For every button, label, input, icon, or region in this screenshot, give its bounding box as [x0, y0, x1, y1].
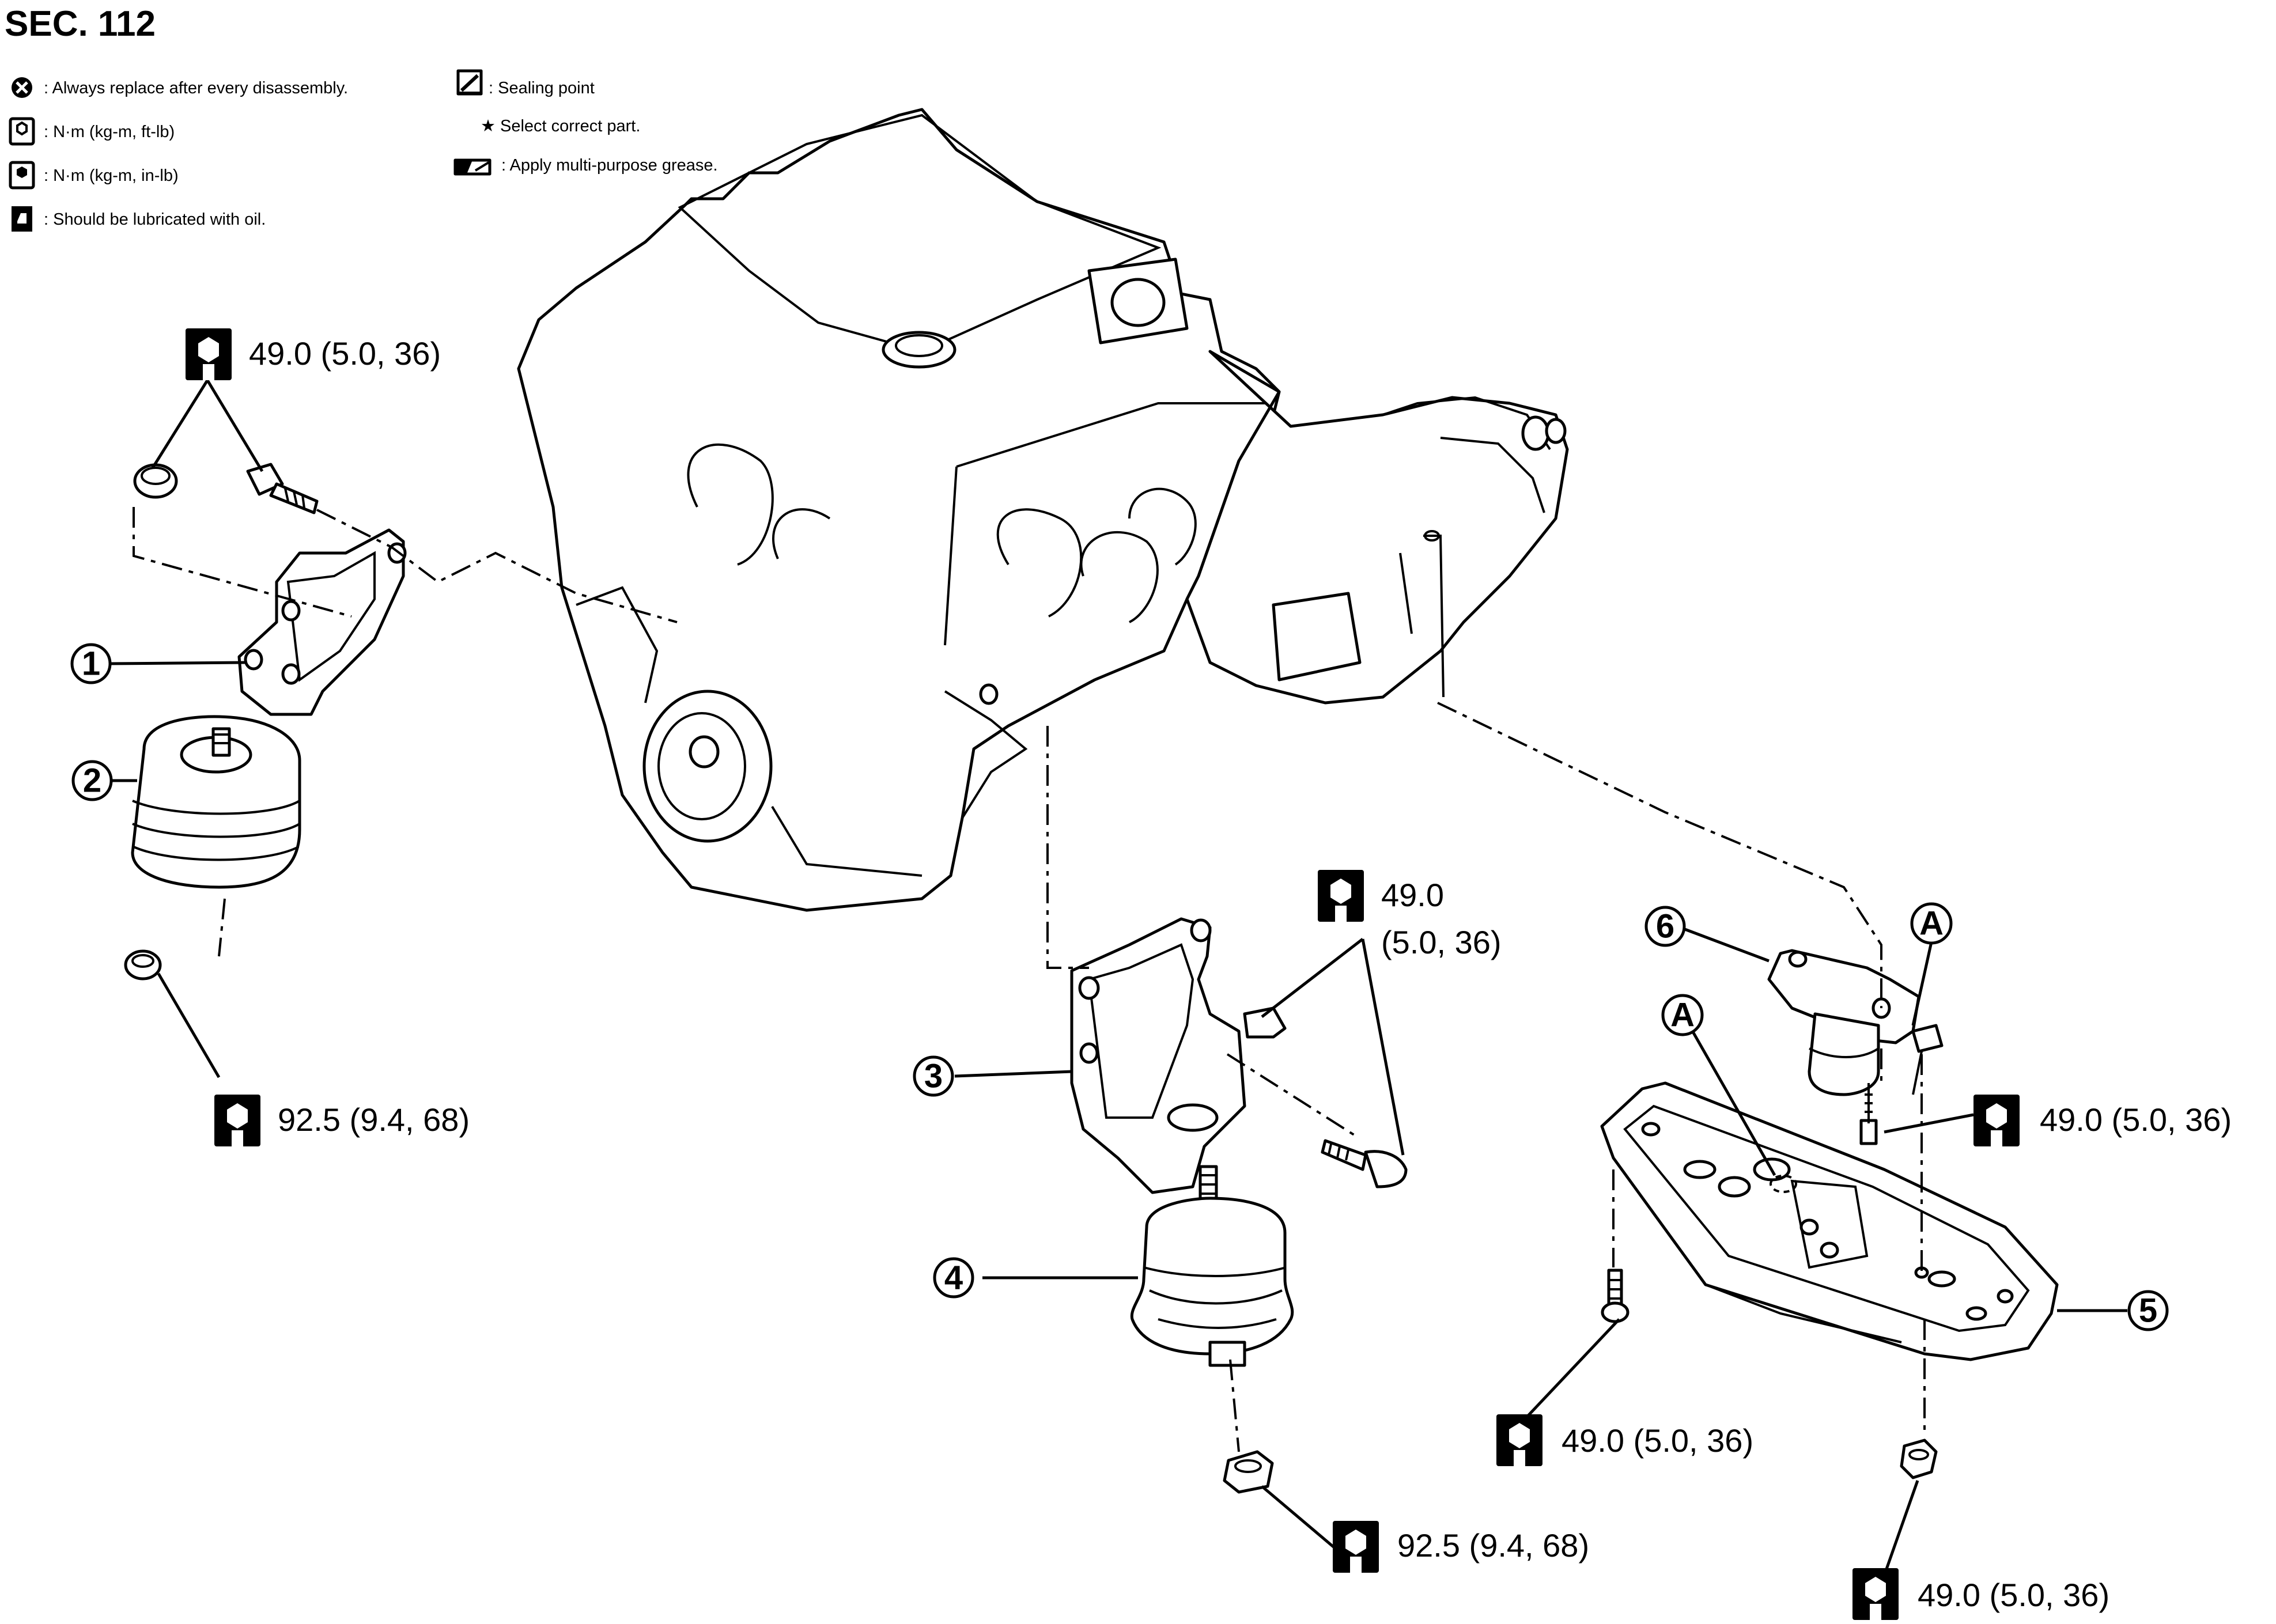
callout-2-label: 2 — [83, 762, 101, 800]
nut — [1900, 1438, 1938, 1479]
engine-mount-bracket-3 — [1070, 917, 1246, 1194]
assembly-lines — [133, 507, 1926, 1452]
torque-spec: 49.0 (5.0, 36) — [1973, 1095, 2232, 1146]
legend-sealing-text: : Sealing point — [489, 79, 595, 97]
callout-6: 6 — [1644, 906, 1686, 947]
torque-spec: 92.5 (9.4, 68) — [214, 1095, 470, 1146]
bolt — [1321, 1139, 1408, 1188]
torque-spec: 92.5 (9.4, 68) — [1333, 1521, 1589, 1573]
engine-assembly — [517, 108, 1569, 912]
nut — [1243, 1006, 1287, 1039]
rear-engine-mount-member-5 — [1600, 1081, 2059, 1361]
legend-grease-text: : Apply multi-purpose grease. — [501, 156, 718, 175]
legend-lubricate-text: : Should be lubricated with oil. — [44, 210, 266, 229]
callout-5: 5 — [2127, 1290, 2169, 1331]
torque-spec: 49.0 (5.0, 36) — [1852, 1568, 2109, 1620]
engine-mount-bracket-1 — [237, 528, 407, 716]
torque-wrench-solid-icon — [9, 161, 35, 190]
section-title: SEC. 112 — [5, 4, 156, 44]
torque-wrench-icon — [1333, 1521, 1379, 1573]
oil-can-icon — [12, 206, 32, 232]
torque-wrench-icon — [1496, 1414, 1542, 1466]
torque-wrench-icon — [1318, 870, 1364, 922]
torque-wrench-icon — [186, 328, 232, 380]
legend-inlb-text: : N·m (kg-m, in-lb) — [44, 166, 179, 185]
torque-value: 49.0 (5.0, 36) — [249, 335, 441, 372]
torque-spec: 49.0 (5.0, 36) — [186, 328, 441, 380]
legend-select-part-text: Select correct part. — [500, 117, 640, 135]
legend-ftlb-text: : N·m (kg-m, ft-lb) — [44, 123, 175, 141]
reference-a-label: A — [1919, 905, 1944, 942]
grease-icon — [453, 158, 492, 176]
reference-a: A — [1661, 994, 1704, 1036]
legend-replace-text: : Always replace after every disassembly… — [44, 79, 348, 97]
crossed-circle-icon — [12, 77, 32, 98]
callout-4-label: 4 — [944, 1259, 963, 1297]
bolt — [1859, 1083, 1878, 1145]
callout-5-label: 5 — [2139, 1292, 2157, 1330]
reference-a: A — [1910, 902, 1953, 945]
nut — [124, 949, 162, 981]
callout-3: 3 — [913, 1055, 954, 1097]
callout-1-label: 1 — [82, 645, 100, 683]
callout-1: 1 — [70, 643, 112, 684]
sealing-point-icon — [456, 69, 483, 96]
torque-wrench-icon — [1973, 1095, 2020, 1146]
bolt — [246, 463, 319, 514]
torque-value: 49.0 — [1381, 877, 1444, 913]
torque-value: 92.5 (9.4, 68) — [278, 1101, 470, 1138]
callout-4: 4 — [933, 1257, 974, 1299]
engine-mount-insulator-4 — [1130, 1165, 1294, 1367]
reference-a-label: A — [1670, 997, 1695, 1034]
callout-2: 2 — [71, 760, 113, 801]
torque-value: (5.0, 36) — [1381, 924, 1502, 960]
torque-wrench-icon — [9, 117, 35, 146]
torque-value: 49.0 (5.0, 36) — [1562, 1422, 1753, 1459]
torque-value: 92.5 (9.4, 68) — [1397, 1527, 1589, 1564]
torque-spec: 49.0 (5.0, 36) — [1318, 870, 1502, 960]
callout-3-label: 3 — [924, 1058, 943, 1095]
star-icon: ★ — [481, 117, 496, 135]
torque-value: 49.0 (5.0, 36) — [1918, 1577, 2109, 1613]
callout-6-label: 6 — [1656, 908, 1674, 945]
leader-lines — [109, 379, 2127, 1576]
torque-spec: 49.0 (5.0, 36) — [1496, 1414, 1753, 1466]
torque-wrench-icon — [214, 1095, 260, 1146]
bolt — [1601, 1269, 1630, 1323]
torque-value: 49.0 (5.0, 36) — [2040, 1101, 2232, 1138]
engine-mount-insulator-2 — [131, 715, 301, 889]
torque-wrench-icon — [1852, 1568, 1899, 1620]
nut — [1223, 1450, 1274, 1494]
nut — [133, 463, 178, 499]
rear-engine-mount-6 — [1767, 949, 1944, 1096]
